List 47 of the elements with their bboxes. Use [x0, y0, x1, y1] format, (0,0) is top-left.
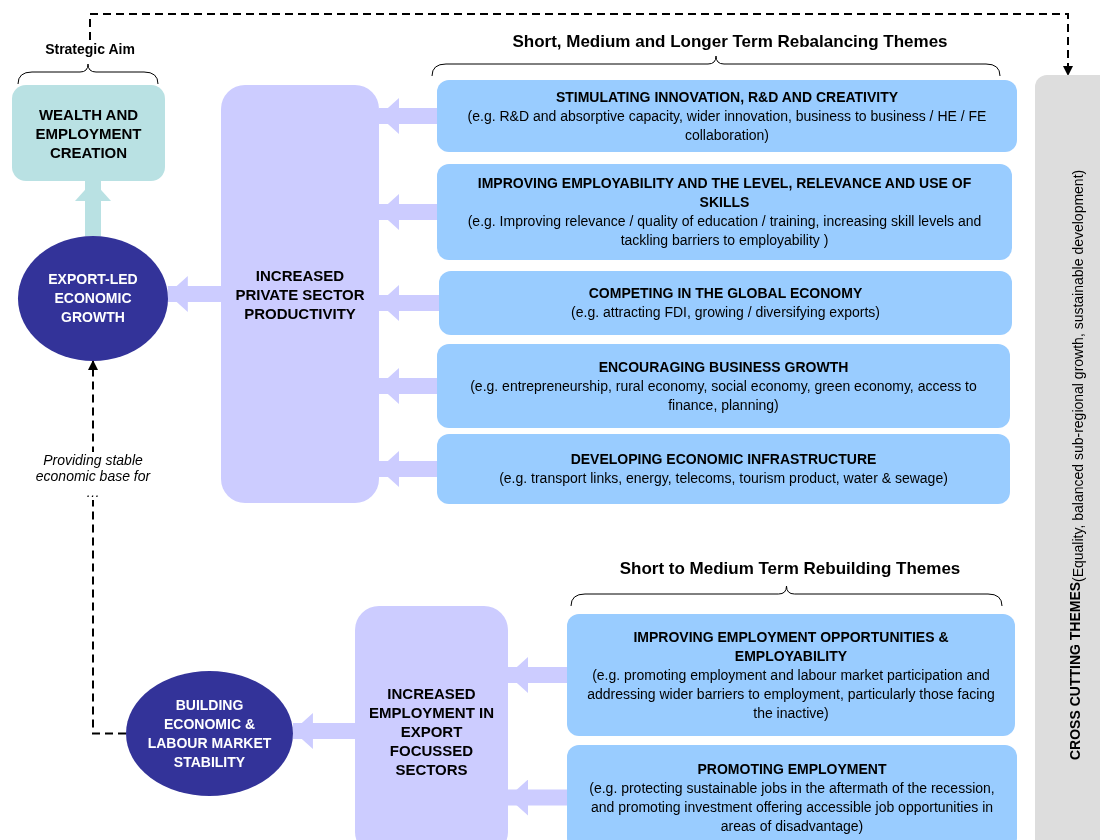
box-title: INCREASED EMPLOYMENT IN EXPORT FOCUSSED SECTORS: [369, 683, 494, 779]
block-arrow: [379, 98, 437, 134]
box-description: (e.g. Improving relevance / quality of education / training, increasing skill levels and tackling barriers to employability ): [466, 212, 983, 250]
section-heading: Short to Medium Term Rebuilding Themes: [618, 559, 962, 579]
box-title: COMPETING IN THE GLOBAL ECONOMY: [588, 284, 863, 303]
block-arrow: [75, 181, 111, 236]
box-title: STIMULATING INNOVATION, R&D AND CREATIVITY: [555, 87, 899, 107]
box-description: (e.g. promoting employment and labour market participation and addressing wider barriers to employment, particularly those facing the inactive): [586, 665, 996, 723]
box-description: (e.g. entrepreneurship, rural economy, social economy, green economy, access to finance, planning): [469, 376, 978, 415]
box-title: ENCOURAGING BUSINESS GROWTH: [598, 357, 849, 377]
block-arrow: [508, 779, 567, 816]
theme-box: [437, 344, 1010, 428]
box-description: (e.g. attracting FDI, growing / diversifying exports): [571, 303, 880, 322]
box-title: INCREASED PRIVATE SECTOR PRODUCTIVITY: [235, 265, 365, 323]
aim-box: [12, 85, 165, 181]
dashed-arrow: [88, 360, 127, 735]
box-description: (e.g. protecting sustainable jobs in the aftermath of the recession, and promoting investment offering accessible job opportunities in areas of disadvantage): [588, 778, 996, 836]
box-title: IMPROVING EMPLOYMENT OPPORTUNITIES & EMPLOYABILITY: [632, 627, 950, 666]
box-title: CROSS CUTTING THEMES: [1065, 582, 1083, 761]
theme-box: [437, 80, 1017, 152]
box-title: DEVELOPING ECONOMIC INFRASTRUCTURE: [570, 450, 877, 469]
block-arrow: [379, 451, 437, 487]
block-arrow: [292, 713, 355, 749]
section-heading: Short, Medium and Longer Term Rebalancing Themes: [511, 32, 949, 52]
theme-box: [437, 434, 1010, 504]
dashed-arrow: [89, 13, 1073, 76]
box-title: WEALTH AND EMPLOYMENT CREATION: [34, 104, 143, 162]
theme-box: [567, 614, 1015, 736]
box-description: (e.g. transport links, energy, telecoms, tourism product, water & sewage): [499, 469, 948, 488]
box-description: (e.g. R&D and absorptive capacity, wider innovation, business to business / HE / FE collaboration): [466, 106, 988, 145]
section-heading: Strategic Aim: [45, 40, 135, 58]
theme-box: [437, 164, 1012, 260]
outcome-box: [221, 85, 379, 503]
block-arrow: [379, 368, 437, 404]
cross-cutting-band: [1035, 75, 1100, 840]
block-arrow: [508, 657, 567, 693]
theme-box: [567, 745, 1017, 840]
theme-box: [439, 271, 1012, 335]
box-title: EXPORT-LED ECONOMIC GROWTH: [47, 270, 139, 327]
outcome-box: [355, 606, 508, 840]
box-title: IMPROVING EMPLOYABILITY AND THE LEVEL, RELEVANCE AND USE OF SKILLS: [476, 174, 973, 212]
block-arrow: [167, 276, 221, 312]
box-title: PROMOTING EMPLOYMENT: [697, 759, 887, 779]
block-arrow: [379, 285, 439, 321]
block-arrow: [379, 194, 437, 230]
box-description: (Equality, balanced sub-regional growth, sustainable development): [1068, 169, 1087, 583]
box-title: BUILDING ECONOMIC & LABOUR MARKET STABILITY: [146, 695, 273, 772]
